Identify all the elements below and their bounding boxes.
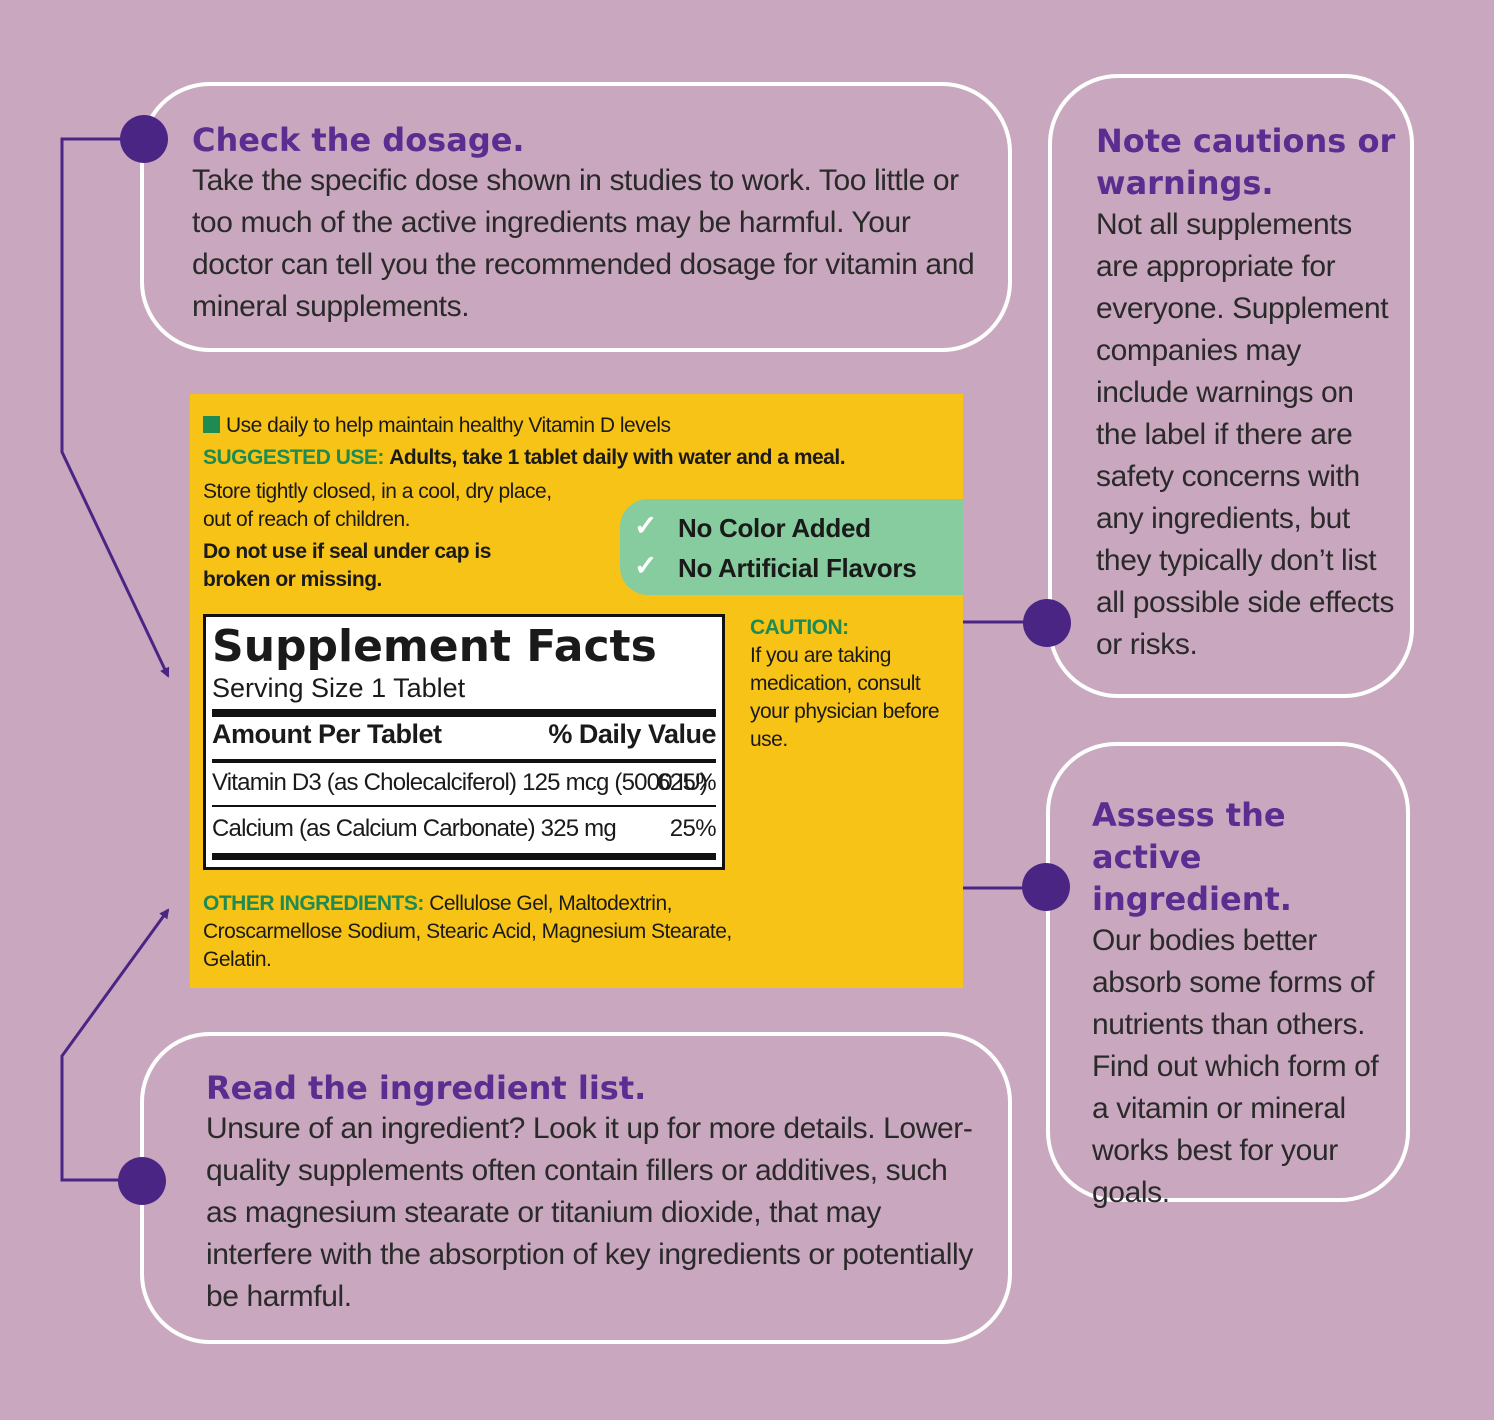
claim-no-color: No Color Added xyxy=(678,513,871,543)
caution-heading: CAUTION: xyxy=(750,616,849,639)
suggested-use-line: SUGGESTED USE: Adults, take 1 tablet dai… xyxy=(203,444,846,472)
check-icon: ✓ xyxy=(634,550,658,581)
active-title: Assess the active ingredient. xyxy=(1092,796,1292,918)
other-ingredients-text: Cellulose Gel, Maltodextrin, Croscarmell… xyxy=(203,892,732,971)
facts-divider xyxy=(212,709,716,717)
facts-divider xyxy=(212,853,716,860)
facts-divider xyxy=(212,805,716,807)
ingredients-callout: Read the ingredient list. Unsure of an i… xyxy=(140,1032,1012,1344)
dosage-callout: Check the dosage. Take the specific dose… xyxy=(140,82,1012,352)
seal-warning: Do not use if seal under cap is broken o… xyxy=(203,540,491,591)
active-body: Our bodies better absorb some forms of n… xyxy=(1092,924,1379,1209)
serving-size: Serving Size 1 Tablet xyxy=(212,673,466,703)
other-ingredients-heading: OTHER INGREDIENTS: xyxy=(203,892,424,915)
facts-row-name: Vitamin D3 (as Cholecalciferol) 125 mcg … xyxy=(212,769,708,796)
ingredients-body: Unsure of an ingredient? Look it up for … xyxy=(206,1112,973,1313)
active-dot xyxy=(1022,863,1070,911)
suggested-use-heading: SUGGESTED USE: xyxy=(203,446,384,469)
dosage-connector xyxy=(60,137,170,678)
facts-divider xyxy=(212,759,716,763)
daily-value-header: % Daily Value xyxy=(548,719,716,749)
claims-badge: ✓ No Color Added ✓ No Artificial Flavors xyxy=(620,499,963,595)
facts-row-dv: 25% xyxy=(669,815,717,842)
suggested-use-text: Adults, take 1 tablet daily with water a… xyxy=(389,446,846,469)
green-square-icon xyxy=(203,416,220,433)
storage-text: Store tightly closed, in a cool, dry pla… xyxy=(203,480,552,531)
supplement-label: Use daily to help maintain healthy Vitam… xyxy=(190,394,963,988)
cautions-dot xyxy=(1023,599,1071,647)
cautions-title: Note cautions or warnings. xyxy=(1096,122,1396,202)
use-daily-line: Use daily to help maintain healthy Vitam… xyxy=(203,412,671,440)
dosage-dot xyxy=(120,115,168,163)
ingredients-connector xyxy=(60,908,170,1182)
active-ingredient-callout: Assess the active ingredient. Our bodies… xyxy=(1046,742,1410,1209)
cautions-body: Not all supplements are appropriate for … xyxy=(1096,208,1394,661)
dosage-body: Take the specific dose shown in studies … xyxy=(192,164,975,323)
ingredients-dot xyxy=(118,1157,166,1205)
ingredients-title: Read the ingredient list. xyxy=(206,1069,647,1107)
supplement-facts-panel: Supplement Facts Serving Size 1 Tablet A… xyxy=(203,614,725,870)
other-ingredients: OTHER INGREDIENTS: Cellulose Gel, Maltod… xyxy=(203,890,773,974)
facts-row-dv: 625% xyxy=(657,769,717,796)
check-icon: ✓ xyxy=(634,510,658,541)
cautions-callout: Note cautions or warnings. Not all suppl… xyxy=(1048,74,1414,698)
caution-text: If you are taking medication, consult yo… xyxy=(750,644,940,751)
dosage-title: Check the dosage. xyxy=(192,121,525,159)
facts-row-name: Calcium (as Calcium Carbonate) 325 mg xyxy=(212,815,617,842)
amount-header: Amount Per Tablet xyxy=(212,719,442,749)
claim-no-artificial-flavors: No Artificial Flavors xyxy=(678,553,917,583)
facts-title: Supplement Facts xyxy=(212,621,657,672)
